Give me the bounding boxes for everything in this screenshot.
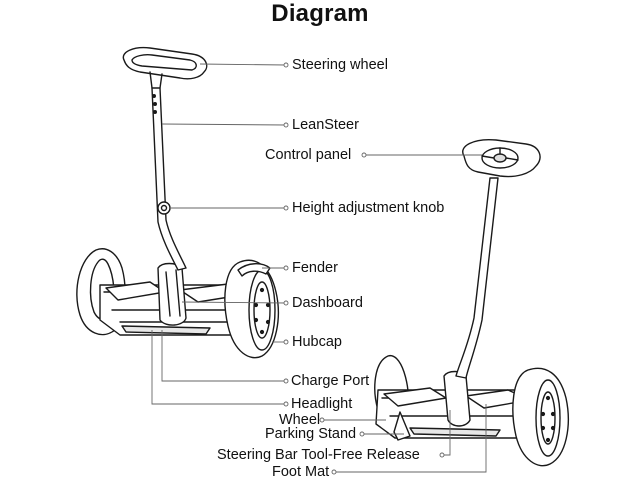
right-scooter <box>374 139 569 467</box>
label-headlight: Headlight <box>291 396 353 412</box>
label-wheel: Wheel <box>279 412 321 428</box>
label-steering-wheel: Steering wheel <box>292 57 388 73</box>
label-foot-mat: Foot Mat <box>272 464 330 480</box>
label-parking-stand: Parking Stand <box>265 426 357 442</box>
leader-lines <box>151 63 487 473</box>
left-knee-bar <box>157 262 187 326</box>
left-headlight <box>121 325 211 335</box>
label-charge-port: Charge Port <box>291 373 370 389</box>
label-fender: Fender <box>292 260 338 276</box>
label-dashboard: Dashboard <box>292 295 363 311</box>
left-scooter <box>76 46 279 359</box>
label-hubcap: Hubcap <box>292 334 342 350</box>
label-steering-bar-release: Steering Bar Tool-Free Release <box>217 447 420 463</box>
left-fender <box>237 263 271 277</box>
right-parking-stand <box>393 411 411 441</box>
leader-endpoints <box>283 62 445 475</box>
left-stem <box>151 87 187 271</box>
diagram-title: Diagram <box>271 0 369 27</box>
label-height-adjustment-knob: Height adjustment knob <box>292 200 445 216</box>
left-front-wheel <box>224 259 279 359</box>
right-stem <box>455 177 499 379</box>
label-leansteer: LeanSteer <box>292 117 359 133</box>
label-control-panel: Control panel <box>265 147 352 163</box>
right-front-wheel <box>512 367 569 467</box>
